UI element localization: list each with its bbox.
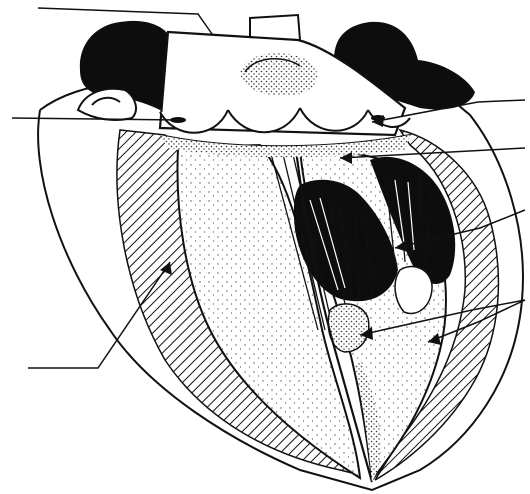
leader-line-left-upper (12, 118, 180, 120)
left-appendage (78, 89, 136, 120)
